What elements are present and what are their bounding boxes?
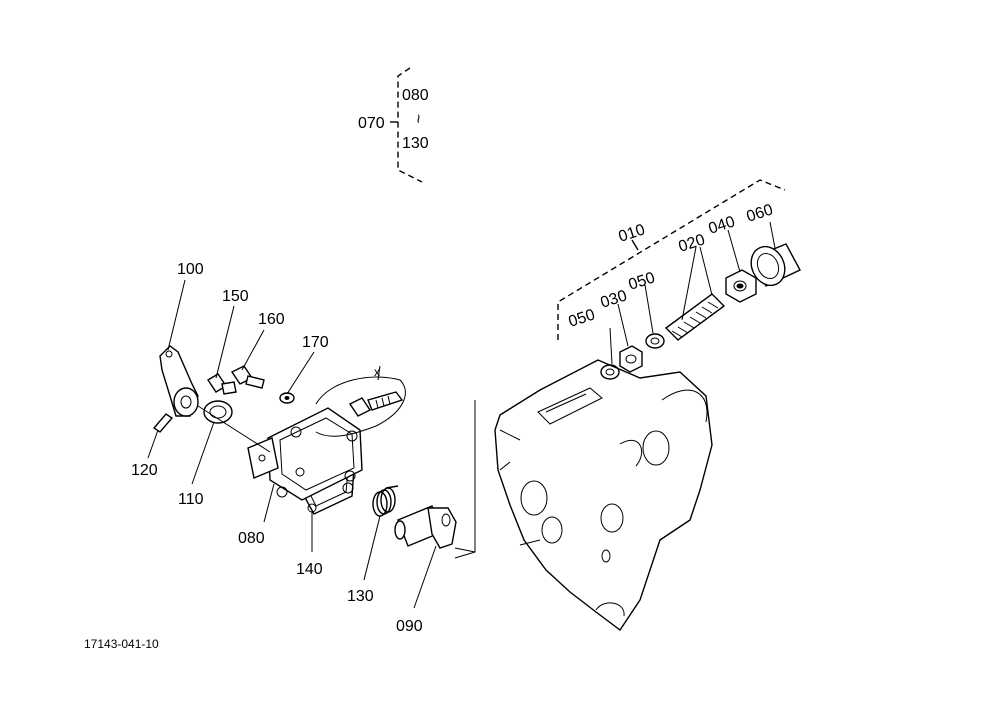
label-080: 080	[238, 530, 265, 547]
cap-060	[750, 243, 801, 287]
label-050-b: 050	[627, 269, 658, 293]
pin-150	[207, 373, 237, 395]
label-030: 030	[599, 287, 630, 311]
label-170: 170	[302, 334, 329, 351]
nut-030	[619, 345, 643, 373]
washer-170	[279, 392, 295, 404]
label-130: 130	[347, 588, 374, 605]
washer-050-a	[600, 364, 620, 380]
label-090: 090	[396, 618, 423, 635]
leaders-left	[147, 279, 437, 609]
spring-130	[372, 485, 399, 517]
leaders-010	[609, 221, 776, 365]
label-range-tilde: ~	[409, 114, 426, 123]
housing-080	[247, 407, 363, 501]
screw-020	[664, 293, 726, 341]
bolt-inner	[348, 391, 404, 417]
label-010: 010	[617, 221, 648, 245]
label-070: 070	[358, 115, 385, 132]
bolt-group-outline: x	[315, 365, 406, 437]
label-150: 150	[222, 288, 249, 305]
label-140: 140	[296, 561, 323, 578]
lever-100	[159, 345, 271, 453]
label-110: 110	[178, 491, 204, 508]
label-060: 060	[745, 201, 776, 225]
seal-110	[203, 400, 233, 424]
nut-040	[725, 269, 757, 303]
label-050-a: 050	[567, 306, 598, 330]
shaft-090	[394, 505, 476, 553]
bracket-010	[557, 179, 786, 340]
drawing-reference-number: 17143-041-10	[84, 637, 159, 651]
label-040: 040	[707, 213, 738, 237]
label-020: 020	[677, 231, 708, 255]
label-100: 100	[177, 261, 204, 278]
washer-050-b	[645, 333, 665, 349]
svg-text:x: x	[374, 365, 380, 379]
pin-120	[152, 413, 174, 433]
label-160: 160	[258, 311, 285, 328]
label-120: 120	[131, 462, 158, 479]
bolt-160	[230, 365, 265, 389]
label-130-range-end: 130	[402, 135, 429, 152]
engine-block	[454, 359, 713, 632]
bracket-070	[390, 67, 423, 183]
label-080-range-start: 080	[402, 87, 429, 104]
